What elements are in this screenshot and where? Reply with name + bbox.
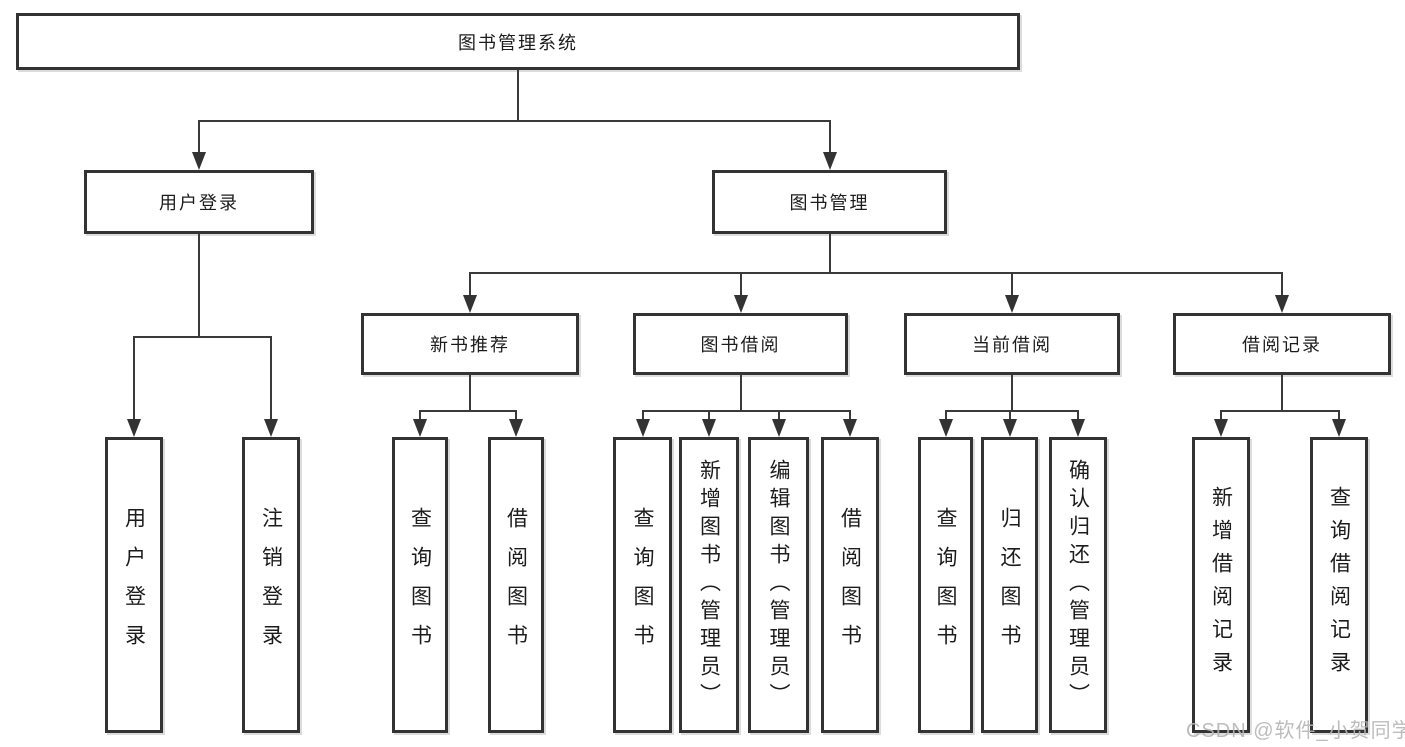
- connector-drop: [1281, 272, 1283, 297]
- arrow-down-icon: [843, 419, 857, 437]
- node-query-books-current: 查询图书: [918, 437, 973, 733]
- connector-drop: [777, 410, 780, 421]
- arrow-down-icon: [702, 419, 716, 437]
- node-query-books-recommend: 查询图书: [392, 437, 448, 733]
- node-query-books-borrow-label: 查询图书: [631, 507, 654, 663]
- node-book-management: 图书管理: [712, 170, 947, 234]
- arrow-down-icon: [938, 419, 953, 437]
- connector-stem: [469, 375, 471, 412]
- arrow-down-icon: [822, 152, 837, 170]
- node-user-login-leaf-label: 用户登录: [122, 507, 146, 663]
- connector-drop: [708, 410, 710, 421]
- node-query-books-borrow: 查询图书: [613, 437, 672, 733]
- connector-stem: [739, 375, 742, 412]
- connector-rail: [198, 120, 831, 122]
- connector-drop: [739, 272, 742, 297]
- node-user-login-label: 用户登录: [159, 193, 239, 213]
- connector-rail: [133, 336, 272, 338]
- connector-drop: [419, 410, 421, 421]
- connector-stem: [1281, 375, 1283, 412]
- connector-drop: [1011, 272, 1013, 297]
- node-new-book-recommend-label: 新书推荐: [430, 335, 510, 355]
- node-add-books-admin-label: 新增图书（管理员）: [697, 459, 721, 711]
- node-query-borrow-record-label: 查询借阅记录: [1327, 486, 1351, 684]
- arrow-down-icon: [413, 419, 427, 437]
- connector-rail: [944, 410, 1079, 412]
- arrow-down-icon: [1005, 295, 1019, 313]
- node-book-borrow-label: 图书借阅: [700, 335, 781, 355]
- node-current-borrow-label: 当前借阅: [972, 335, 1052, 355]
- node-root-system-label: 图书管理系统: [458, 32, 578, 53]
- connector-drop: [1008, 410, 1011, 421]
- node-edit-books-admin-label: 编辑图书（管理员）: [767, 459, 790, 711]
- node-book-management-label: 图书管理: [789, 193, 870, 213]
- node-root-system: 图书管理系统: [16, 13, 1020, 70]
- node-add-borrow-record: 新增借阅记录: [1192, 437, 1250, 733]
- connector-drop: [198, 120, 200, 154]
- connector-drop: [469, 272, 471, 297]
- node-query-books-recommend-label: 查询图书: [408, 507, 432, 663]
- node-edit-books-admin: 编辑图书（管理员）: [748, 437, 809, 733]
- node-query-borrow-record: 查询借阅记录: [1310, 437, 1368, 733]
- node-book-borrow: 图书借阅: [633, 313, 848, 375]
- node-add-books-admin: 新增图书（管理员）: [679, 437, 739, 733]
- arrow-down-icon: [1002, 419, 1017, 437]
- arrow-down-icon: [733, 295, 748, 313]
- connector-drop: [828, 120, 831, 154]
- connector-drop: [641, 410, 644, 421]
- connector-stem: [198, 234, 200, 338]
- arrow-down-icon: [509, 419, 523, 437]
- connector-rail: [419, 410, 517, 412]
- node-borrow-record-label: 借阅记录: [1242, 335, 1322, 355]
- arrow-down-icon: [127, 419, 141, 437]
- arrow-down-icon: [771, 419, 786, 437]
- csdn-watermark: CSDN @软件_小贺同学: [1186, 720, 1405, 742]
- connector-drop: [944, 410, 947, 421]
- node-user-login-leaf: 用户登录: [105, 437, 163, 733]
- connector-drop: [1220, 410, 1222, 421]
- node-borrow-books-recommend: 借阅图书: [488, 437, 544, 733]
- arrow-down-icon: [1275, 295, 1289, 313]
- node-user-login: 用户登录: [84, 170, 314, 234]
- node-confirm-return-admin: 确认归还（管理员）: [1049, 437, 1107, 733]
- connector-rail: [641, 410, 851, 412]
- connector-stem: [1011, 375, 1013, 412]
- connector-drop: [1338, 410, 1340, 421]
- node-logout: 注销登录: [242, 437, 300, 733]
- connector-drop: [1077, 410, 1079, 421]
- arrow-down-icon: [1332, 419, 1346, 437]
- node-borrow-record: 借阅记录: [1173, 313, 1391, 375]
- connector-drop: [133, 336, 135, 421]
- node-return-books-label: 归还图书: [998, 507, 1021, 663]
- node-return-books: 归还图书: [981, 437, 1038, 733]
- arrow-down-icon: [463, 295, 477, 313]
- connector-drop: [515, 410, 517, 421]
- node-logout-label: 注销登录: [259, 507, 283, 663]
- arrow-down-icon: [1214, 419, 1228, 437]
- node-borrow-books-leaf-label: 借阅图书: [838, 507, 862, 663]
- connector-drop: [849, 410, 851, 421]
- connector-drop: [270, 336, 272, 421]
- node-new-book-recommend: 新书推荐: [361, 313, 579, 375]
- arrow-down-icon: [264, 419, 278, 437]
- arrow-down-icon: [192, 152, 206, 170]
- connector-rail: [1220, 410, 1340, 412]
- node-current-borrow: 当前借阅: [904, 313, 1120, 375]
- arrow-down-icon: [635, 419, 650, 437]
- arrow-down-icon: [1071, 419, 1085, 437]
- node-confirm-return-admin-label: 确认归还（管理员）: [1066, 459, 1090, 711]
- connector-stem: [828, 234, 831, 274]
- node-borrow-books-recommend-label: 借阅图书: [504, 507, 528, 663]
- connector-rail: [469, 272, 1283, 274]
- node-add-borrow-record-label: 新增借阅记录: [1209, 486, 1233, 684]
- connector-stem: [517, 70, 519, 122]
- node-query-books-current-label: 查询图书: [934, 507, 957, 663]
- node-borrow-books-leaf: 借阅图书: [821, 437, 879, 733]
